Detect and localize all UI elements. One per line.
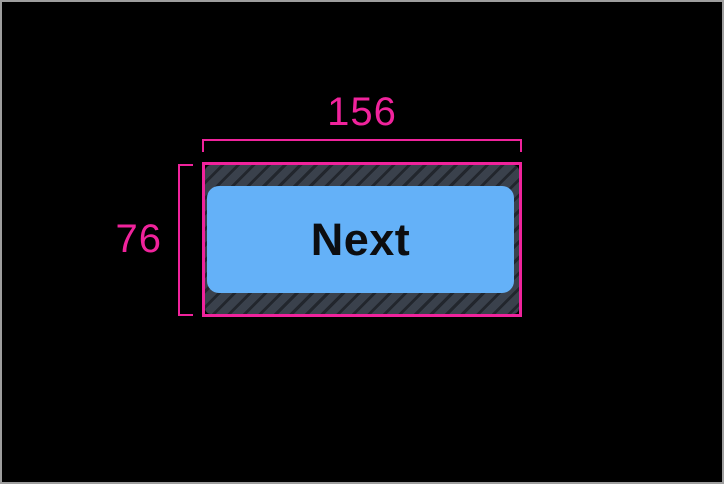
height-dimension-label: 76 [115,217,162,261]
width-dimension-line [202,139,522,152]
next-button[interactable]: Next [207,186,514,293]
height-dimension-line [178,164,193,316]
measured-bounds-outline: Next [202,162,522,317]
width-dimension-label: 156 [327,90,397,134]
